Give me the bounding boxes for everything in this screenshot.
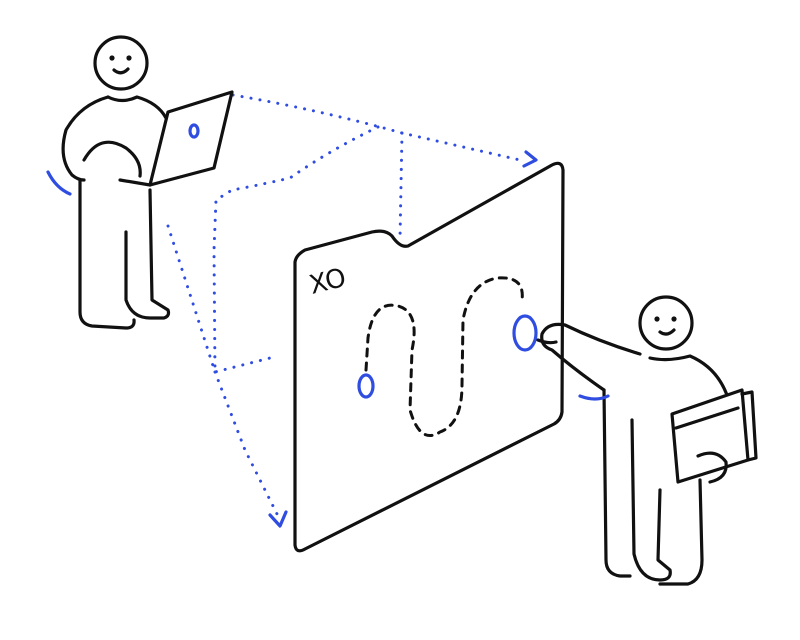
dashed-path xyxy=(364,276,524,437)
person-left-head xyxy=(93,35,149,91)
person-right-head xyxy=(638,295,694,351)
person-with-laptop xyxy=(46,35,234,330)
end-node-o xyxy=(512,314,538,352)
projection-lines xyxy=(166,93,538,528)
start-node-o xyxy=(357,373,375,399)
game-board: XO xyxy=(293,161,565,553)
person-pointing xyxy=(536,295,758,586)
laptop-logo-icon xyxy=(188,123,200,139)
